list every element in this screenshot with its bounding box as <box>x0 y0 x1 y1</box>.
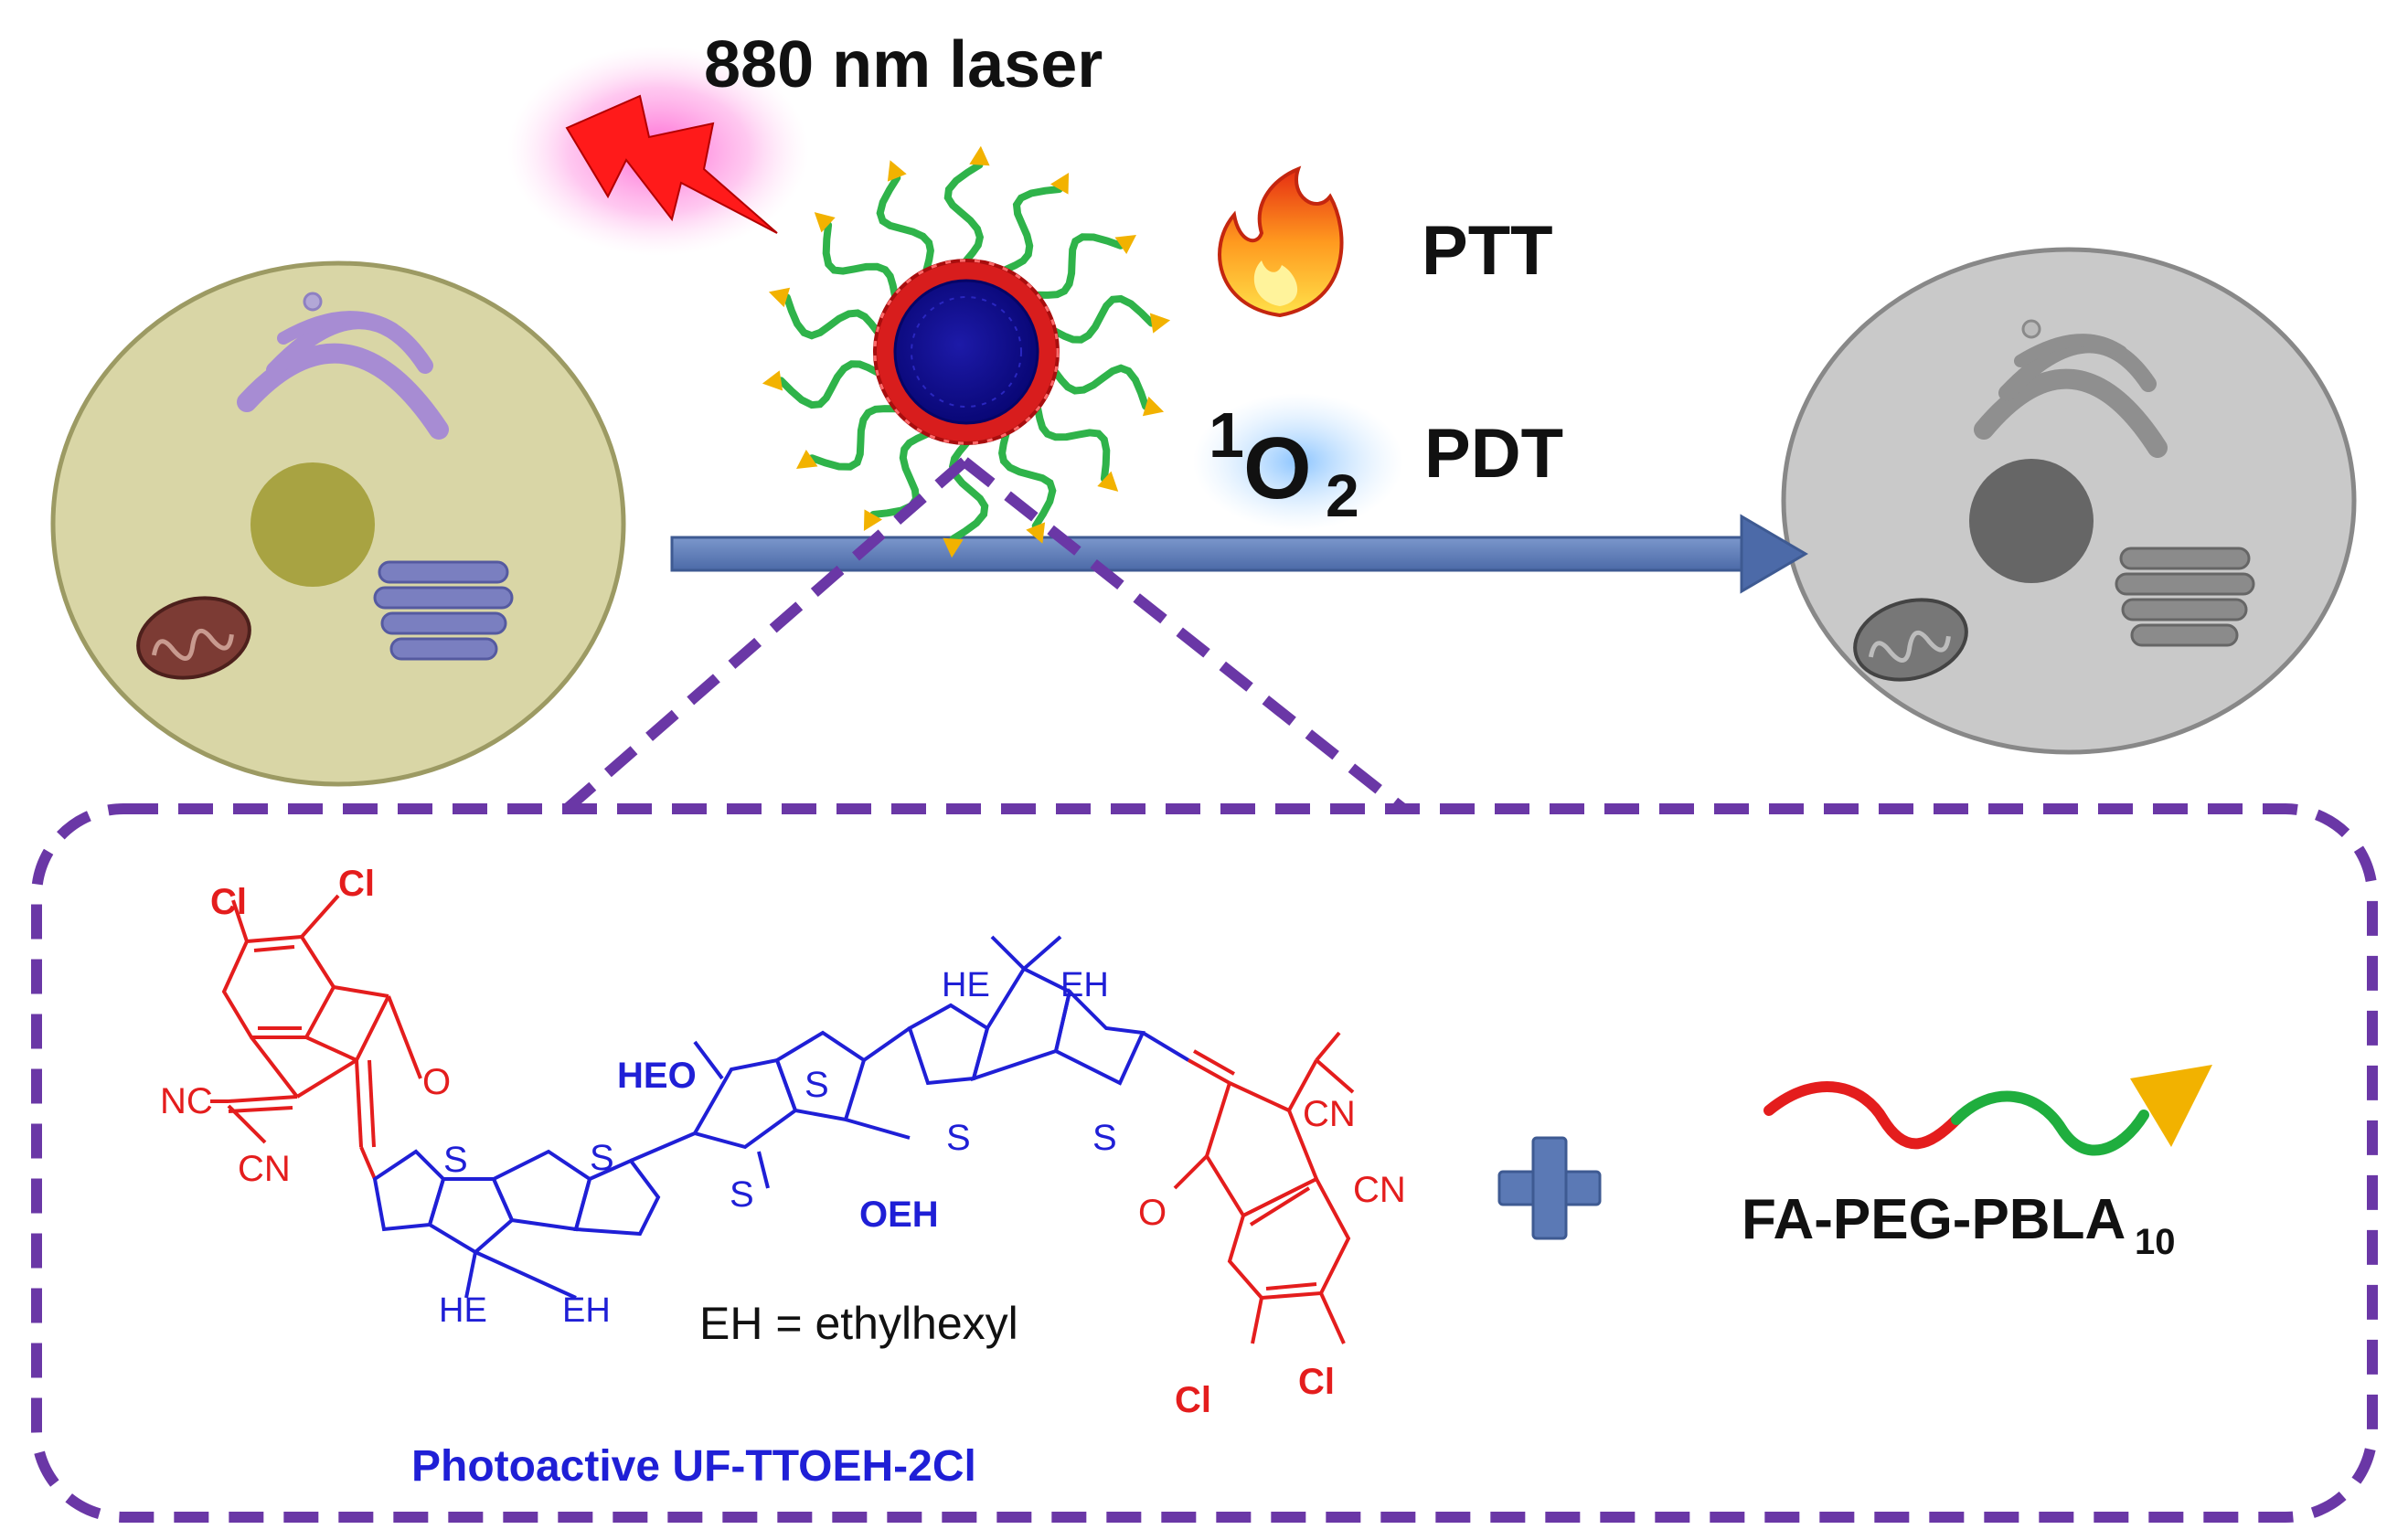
folate-tip <box>1097 471 1119 492</box>
atom-heo: HEO <box>617 1056 697 1096</box>
singlet-oxygen-sub: 2 <box>1326 462 1359 529</box>
laser-label: 880 nm laser <box>704 28 1103 101</box>
folate-tip <box>1142 396 1165 417</box>
folate-tip <box>1050 173 1070 195</box>
folate-tip <box>762 370 783 391</box>
peg-chain <box>808 405 899 471</box>
healthy-golgi <box>237 311 449 440</box>
atom-cl-right-2: Cl <box>1298 1362 1335 1402</box>
polymer-chain <box>1763 1065 2212 1156</box>
atom-o-right: O <box>1138 1193 1167 1233</box>
peg-chain <box>943 161 985 264</box>
atom-eh-bottom-left: EH <box>562 1291 611 1330</box>
peg-chain <box>1051 364 1150 410</box>
polymer-label-sub: 10 <box>2135 1222 2176 1262</box>
left-acceptor <box>210 894 422 1180</box>
healthy-nucleus <box>250 462 375 587</box>
polymer-label-main: FA-PEG-PBLA <box>1742 1188 2126 1251</box>
peg-chain <box>1034 233 1124 299</box>
folate-tip <box>814 212 836 233</box>
ptt-label: PTT <box>1422 212 1553 290</box>
atom-cl-right-1: Cl <box>1175 1380 1211 1420</box>
peg-chain <box>1034 405 1111 483</box>
molecule-caption: Photoactive UF-TTOEH-2Cl <box>411 1442 976 1491</box>
zoom-frame <box>31 457 2378 1523</box>
dead-mitochondrion <box>1853 598 1968 682</box>
folate-tip <box>1149 313 1171 334</box>
healthy-er <box>373 560 514 661</box>
atom-cl-left-2: Cl <box>338 864 375 904</box>
dead-golgi <box>1974 334 2168 458</box>
flame-icon <box>1218 165 1344 318</box>
donor-core <box>372 935 1190 1300</box>
atom-cn-right-1: CN <box>1303 1094 1356 1134</box>
atom-nc-left: NC <box>160 1081 213 1121</box>
folate-tip <box>863 509 882 531</box>
atom-he-top-right: HE <box>942 966 990 1004</box>
atom-s-1: S <box>443 1140 468 1180</box>
folate-tip <box>1026 522 1046 544</box>
peg-chain <box>948 440 989 543</box>
healthy-mitochondrion <box>136 596 251 680</box>
singlet-oxygen-base: O <box>1243 420 1312 517</box>
laser-bolt <box>507 46 809 256</box>
folate-tip <box>796 450 818 469</box>
peg-chain <box>777 360 881 409</box>
peg-chains <box>777 161 1156 543</box>
folate-tip <box>943 537 964 558</box>
folate-tip <box>887 160 907 182</box>
atom-s-6: S <box>1092 1118 1117 1158</box>
atom-s-5: S <box>946 1118 971 1158</box>
folate-ligands <box>762 145 1171 558</box>
atom-eh-top-right: EH <box>1060 966 1109 1004</box>
dead-er <box>2115 547 2255 647</box>
plus-icon <box>1497 1136 1602 1240</box>
peg-chain <box>822 221 899 299</box>
peg-chain <box>1051 294 1156 344</box>
dead-nucleus <box>1969 459 2094 583</box>
singlet-oxygen: 1 O 2 <box>1193 393 1403 530</box>
atom-o-left: O <box>422 1062 451 1102</box>
atom-he-bottom-left: HE <box>439 1291 487 1330</box>
peg-chain <box>1002 186 1063 273</box>
atom-cn-right-2: CN <box>1353 1170 1406 1210</box>
atom-s-4: S <box>730 1174 754 1215</box>
healthy-cell <box>50 260 626 787</box>
peg-chain <box>783 293 881 340</box>
right-acceptor <box>1173 1031 1355 1344</box>
nanoparticle <box>762 145 1171 558</box>
atom-oeh: OEH <box>859 1195 939 1235</box>
eh-note: EH = ethylhexyl <box>699 1298 1018 1349</box>
peg-chain <box>998 430 1057 530</box>
treatment-arrow <box>670 514 1808 594</box>
molecule: Cl Cl O NC CN S S HE EH HEO S S OEH HE E… <box>160 864 1406 1420</box>
folate-triangle <box>2130 1065 2212 1147</box>
atom-s-3: S <box>804 1065 829 1105</box>
atom-cn-left: CN <box>238 1149 291 1189</box>
peg-chain <box>876 174 934 273</box>
nanoparticle-core <box>893 279 1039 425</box>
atom-s-2: S <box>590 1138 614 1178</box>
dead-cell <box>1781 247 2357 755</box>
pdt-label: PDT <box>1424 415 1563 493</box>
folate-tip <box>768 287 791 308</box>
folate-tip <box>1114 235 1136 254</box>
singlet-oxygen-sup: 1 <box>1209 399 1244 471</box>
atom-cl-left-1: Cl <box>210 882 247 922</box>
folate-tip <box>969 145 990 166</box>
